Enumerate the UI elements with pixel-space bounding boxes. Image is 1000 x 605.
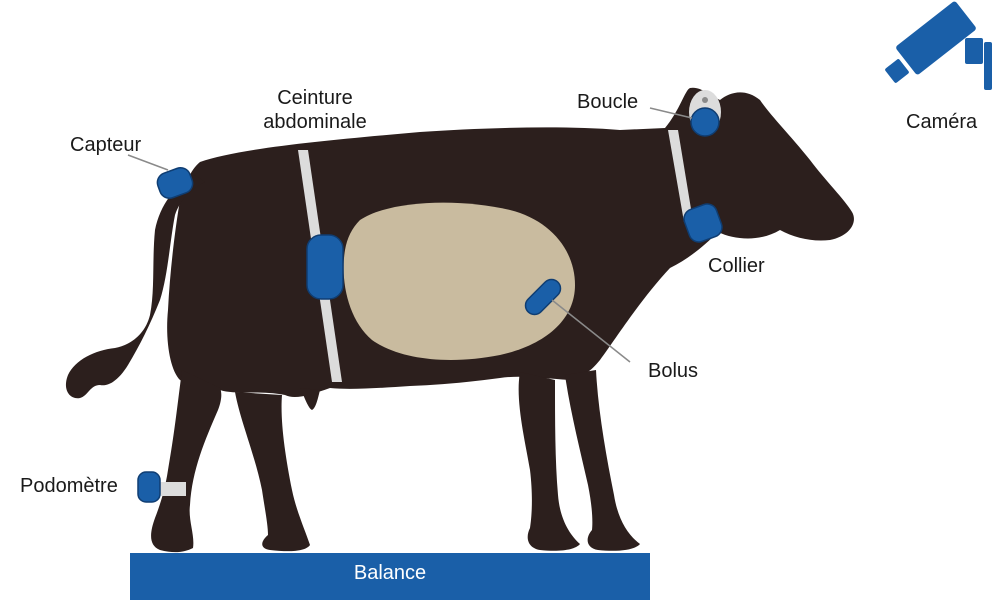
label-ceinture-line1: Ceinture: [277, 87, 353, 109]
label-camera: Caméra: [906, 111, 978, 133]
label-ceinture-line2: abdominale: [263, 111, 367, 133]
label-collier: Collier: [708, 255, 765, 277]
label-ceinture-abdominale: Ceinture abdominale: [250, 86, 380, 134]
collar-sensor: [683, 203, 723, 243]
tail-sensor: [156, 167, 194, 199]
ear-tag-sensor: [690, 107, 720, 137]
leader-line-boucle: [649, 107, 693, 119]
leader-lines: [127, 107, 693, 363]
bolus-sensor: [524, 278, 562, 316]
label-bolus: Bolus: [648, 360, 699, 382]
leader-line-bolus: [551, 299, 631, 363]
label-capteur: Capteur: [70, 134, 142, 156]
pedometer-sensor: [137, 471, 161, 503]
label-balance: Balance: [353, 562, 427, 584]
collar-strap: [668, 130, 708, 240]
label-podometre: Podomètre: [20, 475, 118, 497]
abdominal-belt-sensor: [306, 234, 344, 300]
security-camera-icon: [885, 1, 992, 90]
leader-line-capteur: [127, 154, 169, 171]
balance-platform: [130, 553, 650, 600]
label-boucle: Boucle: [577, 91, 639, 113]
rumen-area: [343, 202, 575, 360]
